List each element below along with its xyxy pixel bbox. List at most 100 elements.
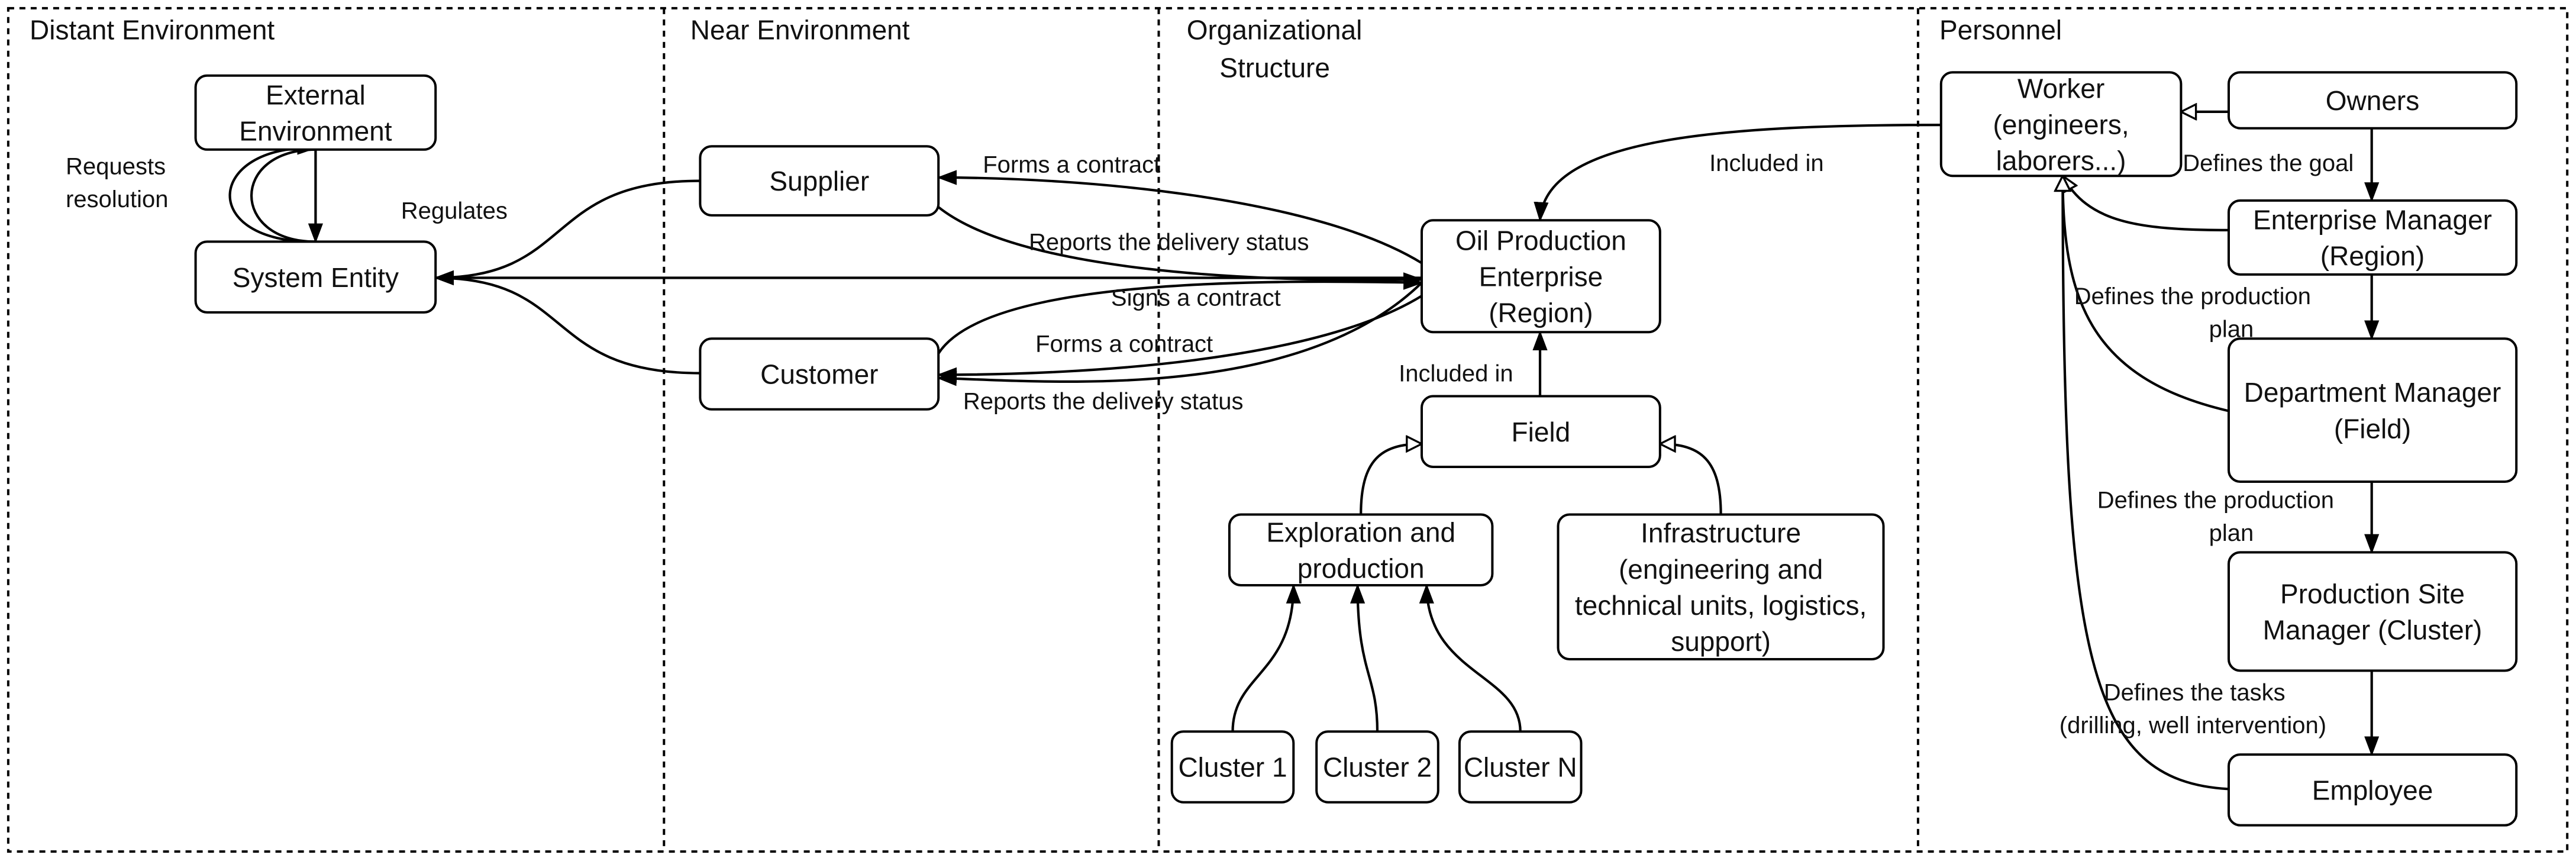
node-box-worker xyxy=(1939,71,2183,178)
node-box-explor xyxy=(1228,513,1494,586)
node-label-supplier: Supplier xyxy=(769,166,869,196)
node-supplier: Supplier xyxy=(699,145,940,217)
lane-title-org: Organizational xyxy=(1187,15,1363,46)
node-label-worker: (engineers, xyxy=(1993,109,2129,140)
node-label-worker: Worker xyxy=(2017,73,2104,104)
node-box-c1 xyxy=(1170,730,1295,804)
node-box-infra xyxy=(1557,513,1885,660)
edge-worker-to-oil xyxy=(1534,124,1941,222)
node-infra: Infrastructure (engineering and technical … xyxy=(1557,513,1885,660)
node-cn: Cluster N xyxy=(1458,730,1583,804)
node-worker: Worker (engineers, laborers...) xyxy=(1939,71,2183,178)
node-label-employee: Employee xyxy=(2312,775,2433,806)
node-owners: Owners xyxy=(2228,71,2518,130)
edge-infra-to-field xyxy=(1660,444,1722,515)
edge-label-regulates: Regulates xyxy=(401,198,508,224)
node-box-customer xyxy=(699,337,940,411)
edge-label-deptmgr-to-sitemgr: Defines the production xyxy=(2097,487,2334,513)
node-box-employee xyxy=(2228,753,2518,827)
node-entmgr: Enterprise Manager(Region) xyxy=(2228,199,2518,276)
edge-label-requests: Requests xyxy=(66,154,166,180)
node-c2: Cluster 2 xyxy=(1315,730,1439,804)
node-deptmgr: Department Manager (Field) xyxy=(2228,337,2518,483)
node-label-c1: Cluster 1 xyxy=(1178,752,1287,783)
node-box-entmgr xyxy=(2228,199,2518,276)
node-box-field xyxy=(1421,395,1661,468)
node-label-owners: Owners xyxy=(2326,85,2419,116)
node-label-deptmgr: (Field) xyxy=(2334,413,2411,444)
lane-title-distant: Distant Environment xyxy=(30,15,275,46)
node-label-system: System Entity xyxy=(233,262,399,293)
edge-employee-to-worker xyxy=(2062,176,2229,791)
node-label-external: External xyxy=(266,79,366,110)
node-label-infra: Infrastructure xyxy=(1641,518,1801,549)
node-label-field: Field xyxy=(1512,417,1571,447)
node-label-deptmgr: Department Manager xyxy=(2244,377,2501,408)
edge-reports-supplier xyxy=(937,206,1423,288)
node-label-infra: (engineering and xyxy=(1619,554,1823,585)
edge-forms-contract-supplier xyxy=(937,170,1423,265)
edge-label-field-to-oil: Included in xyxy=(1399,361,1513,387)
node-label-worker: laborers...) xyxy=(1996,146,2126,176)
lane-title-org: Structure xyxy=(1219,53,1330,83)
node-box-system xyxy=(194,240,437,314)
edge-deptmgr-to-worker xyxy=(2062,176,2229,412)
edge-supplier-to-sys xyxy=(434,179,701,286)
node-label-infra: support) xyxy=(1671,626,1771,657)
node-label-explor: Exploration and xyxy=(1266,517,1455,547)
node-label-external: Environment xyxy=(239,116,392,147)
node-box-supplier xyxy=(699,145,940,217)
node-label-infra: technical units, logistics, xyxy=(1575,590,1867,621)
edge-loop xyxy=(250,148,316,243)
edge-c2-to-explor xyxy=(1350,583,1379,732)
node-box-c2 xyxy=(1315,730,1439,804)
edge-label-entmgr-to-deptmgr: plan xyxy=(2209,317,2254,343)
edge-customer-to-sys xyxy=(434,270,701,375)
node-explor: Exploration and production xyxy=(1228,513,1494,586)
lane-title-personnel: Personnel xyxy=(1939,15,2062,46)
node-label-oil: Enterprise xyxy=(1479,261,1603,292)
node-label-c2: Cluster 2 xyxy=(1323,752,1432,783)
node-label-explor: production xyxy=(1297,553,1425,584)
edge-label-entmgr-to-deptmgr: Defines the production xyxy=(2074,283,2311,309)
edge-cn-to-explor xyxy=(1419,583,1522,732)
edge-sys-to-ext xyxy=(228,140,318,243)
node-box-owners xyxy=(2228,71,2518,130)
node-label-oil: Oil Production xyxy=(1455,225,1626,256)
edge-label-reports-customer: Reports the delivery status xyxy=(963,389,1244,415)
node-field: Field xyxy=(1421,395,1661,468)
node-box-external xyxy=(194,74,437,151)
node-label-sitemgr: Production Site xyxy=(2280,579,2465,610)
edge-label-worker-to-oil: Included in xyxy=(1709,150,1823,176)
edge-signs-contract xyxy=(937,275,1423,354)
node-label-entmgr: Enterprise Manager xyxy=(2253,205,2492,236)
edge-label-reports-supplier: Reports the delivery status xyxy=(1029,229,1309,255)
node-label-customer: Customer xyxy=(760,359,878,390)
node-box-oil xyxy=(1421,219,1661,334)
node-c1: Cluster 1 xyxy=(1170,730,1295,804)
connectors xyxy=(228,112,2380,791)
edge-label-forms-contract-customer: Forms a contract xyxy=(1035,331,1213,357)
node-label-sitemgr: Manager (Cluster) xyxy=(2263,615,2483,646)
node-label-oil: (Region) xyxy=(1489,298,1593,328)
node-employee: Employee xyxy=(2228,753,2518,827)
node-system: System Entity xyxy=(194,240,437,314)
node-label-cn: Cluster N xyxy=(1464,752,1577,783)
edge-c1-to-explor xyxy=(1231,583,1301,732)
node-box-sitemgr xyxy=(2228,551,2518,672)
edge-entmgr-to-worker xyxy=(2061,176,2229,231)
edge-label-deptmgr-to-sitemgr: plan xyxy=(2209,520,2254,546)
edge-explor-to-field xyxy=(1360,444,1422,515)
edge-label-requests: resolution xyxy=(66,186,168,212)
edge-label-sitemgr-to-employee: (drilling, well intervention) xyxy=(2059,712,2326,739)
edge-label-forms-contract-supplier: Forms a contract xyxy=(983,152,1160,178)
node-box-cn xyxy=(1458,730,1583,804)
edge-reports-customer xyxy=(937,282,1423,386)
